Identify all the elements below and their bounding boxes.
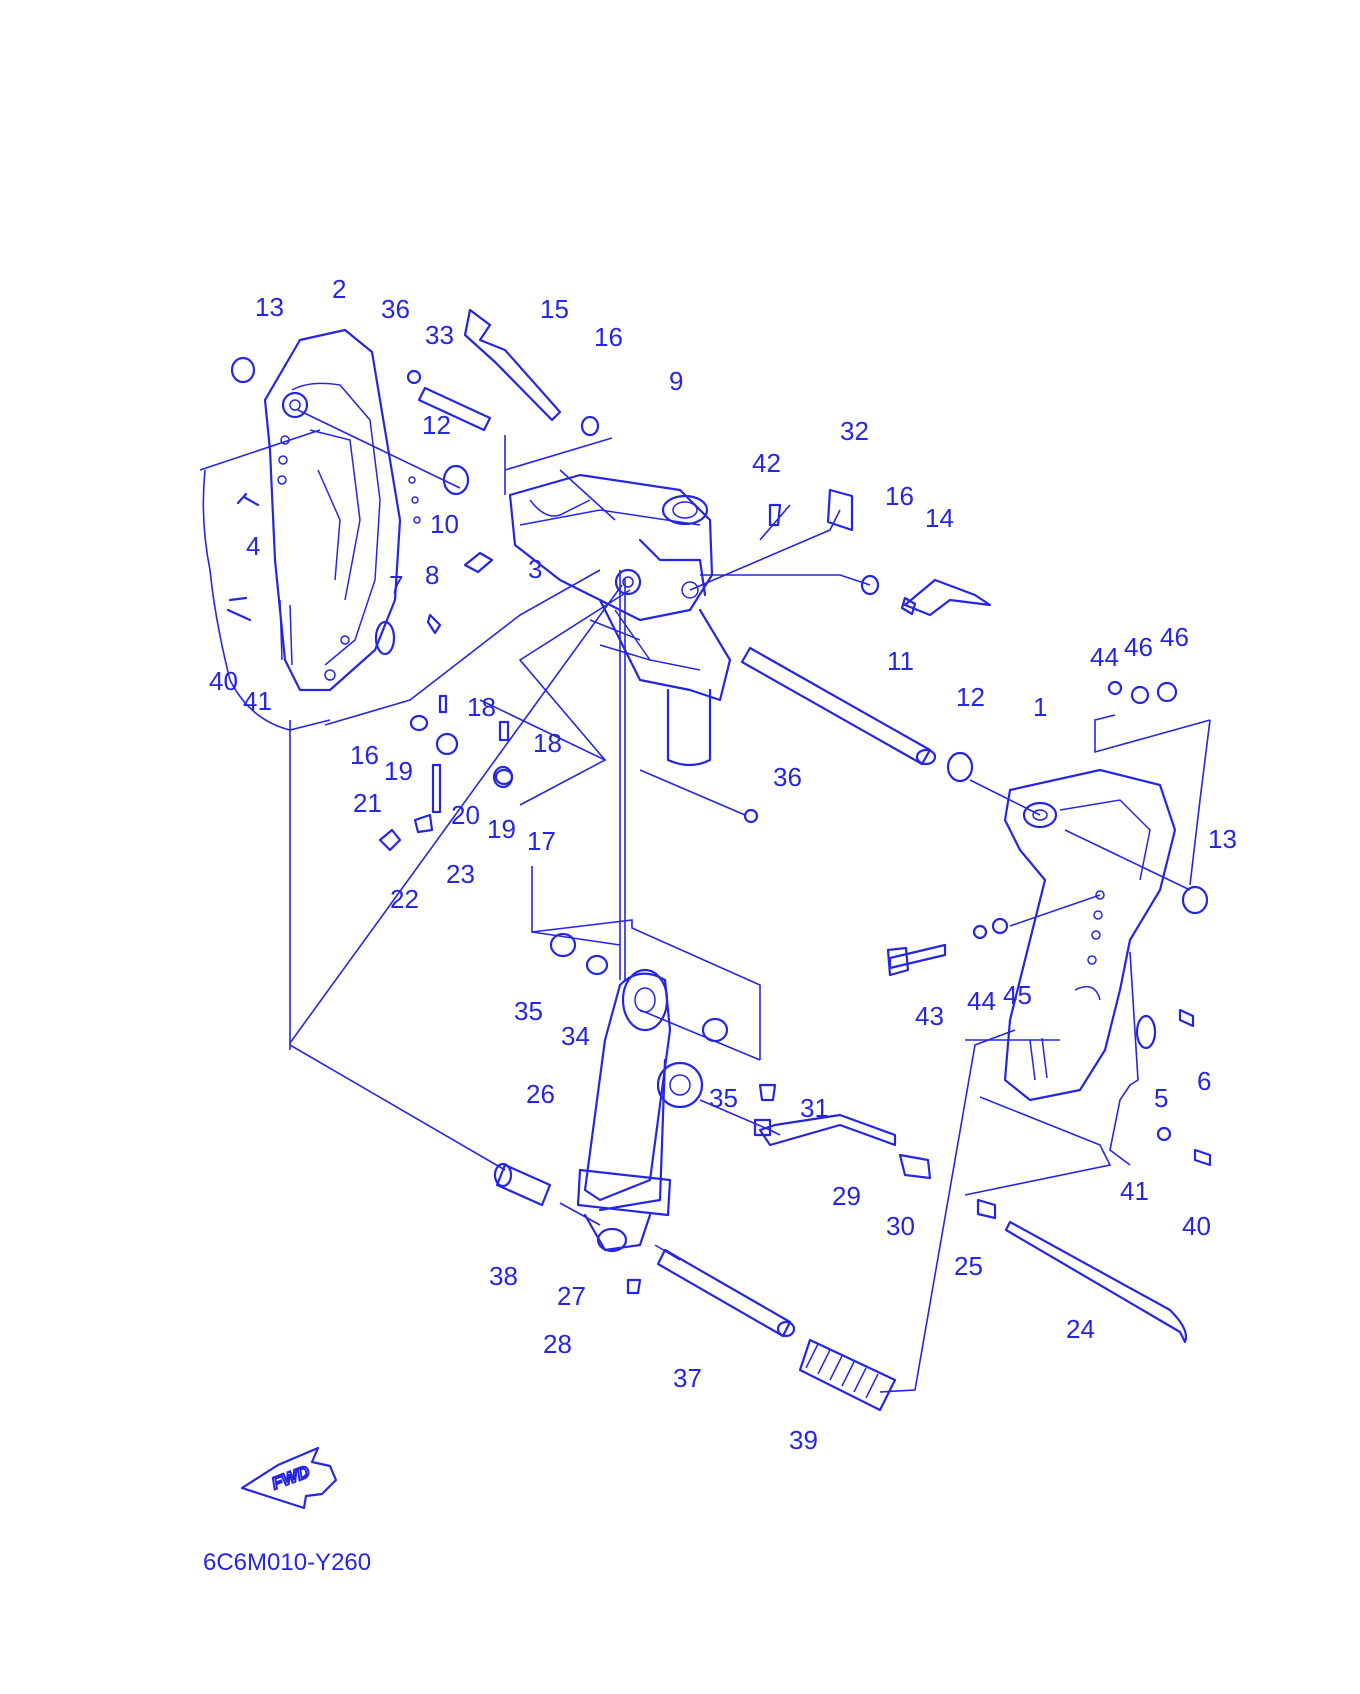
lever-15	[463, 308, 562, 422]
callout-14: 14	[925, 503, 954, 533]
callout-23: 23	[446, 859, 475, 889]
clamp-bracket-left	[263, 328, 421, 692]
callout-34: 34	[561, 1021, 590, 1051]
clamp-bracket-right	[1003, 768, 1177, 1102]
callout-41b: 41	[1120, 1176, 1149, 1206]
diagram-code: 6C6M010-Y260	[203, 1549, 371, 1576]
callout-2: 2	[332, 274, 346, 304]
callout-16c: 16	[350, 740, 379, 770]
callout-35b: 35	[709, 1083, 738, 1113]
callout-9: 9	[669, 366, 683, 396]
swivel-bracket	[508, 473, 732, 767]
callout-19: 19	[384, 756, 413, 786]
callout-29: 29	[832, 1181, 861, 1211]
callout-41: 41	[243, 686, 272, 716]
callout-6: 6	[1197, 1066, 1211, 1096]
bushing-38-end	[493, 1162, 513, 1188]
pipe-37-end	[776, 1320, 796, 1338]
callout-43: 43	[915, 1001, 944, 1031]
callout-37: 37	[673, 1363, 702, 1393]
callout-42: 42	[752, 448, 781, 478]
callout-39: 39	[789, 1425, 818, 1455]
callout-27: 27	[557, 1281, 586, 1311]
callout-5: 5	[1154, 1083, 1168, 1113]
callout-30: 30	[886, 1211, 915, 1241]
callout-46: 46	[1124, 632, 1153, 662]
callout-33: 33	[425, 320, 454, 350]
callout-35: 35	[514, 996, 543, 1026]
fwd-arrow: FWD	[240, 1446, 338, 1510]
fasteners	[226, 356, 1212, 1295]
callout-7: 7	[389, 570, 403, 600]
callout-8: 8	[425, 560, 439, 590]
callout-26: 26	[526, 1079, 555, 1109]
callout-40: 40	[209, 666, 238, 696]
callout-40b: 40	[1182, 1211, 1211, 1241]
tilt-shaft-end	[915, 748, 937, 766]
bushing-38	[495, 1163, 552, 1207]
callout-11: 11	[887, 646, 914, 676]
callout-15: 15	[540, 294, 569, 324]
pipe-37	[656, 1248, 792, 1338]
shaft-33	[417, 386, 492, 432]
lever-29	[758, 1113, 897, 1147]
callout-labels: 13 2 36 33 15 16 9 12 4 10 3 8 7 40 41 4…	[209, 274, 1237, 1455]
callout-13: 13	[255, 292, 284, 322]
callout-1: 1	[1033, 692, 1047, 722]
rod-24	[1004, 1220, 1188, 1344]
callout-12: 12	[422, 410, 451, 440]
callout-12b: 12	[956, 682, 985, 712]
part-drawings: FWD	[226, 308, 1212, 1510]
callout-17: 17	[527, 826, 556, 856]
callout-25: 25	[954, 1251, 983, 1281]
callout-28: 28	[543, 1329, 572, 1359]
callout-18b: 18	[533, 728, 562, 758]
callout-20: 20	[451, 800, 480, 830]
callout-22: 22	[390, 884, 419, 914]
callout-44b: 44	[967, 986, 996, 1016]
leader-lines	[199, 409, 1211, 1393]
callout-32: 32	[840, 416, 869, 446]
callout-36b: 36	[773, 762, 802, 792]
callout-18: 18	[467, 692, 496, 722]
spring-39	[798, 1338, 897, 1412]
tilt-cylinder	[576, 968, 704, 1253]
callout-3: 3	[528, 554, 542, 584]
callout-16b: 16	[885, 481, 914, 511]
callout-46b: 46	[1160, 622, 1189, 652]
callout-13b: 13	[1208, 824, 1237, 854]
callout-19b: 19	[487, 814, 516, 844]
spring-39-coils	[805, 1343, 879, 1399]
callout-36: 36	[381, 294, 410, 324]
callout-16: 16	[594, 322, 623, 352]
callout-38: 38	[489, 1261, 518, 1291]
callout-31: 31	[800, 1093, 829, 1123]
lever-14	[903, 578, 992, 617]
callout-10: 10	[430, 509, 459, 539]
callout-24: 24	[1066, 1314, 1095, 1344]
callout-44: 44	[1090, 642, 1119, 672]
callout-4: 4	[246, 531, 260, 561]
callout-21: 21	[353, 788, 382, 818]
callout-45: 45	[1003, 980, 1032, 1010]
